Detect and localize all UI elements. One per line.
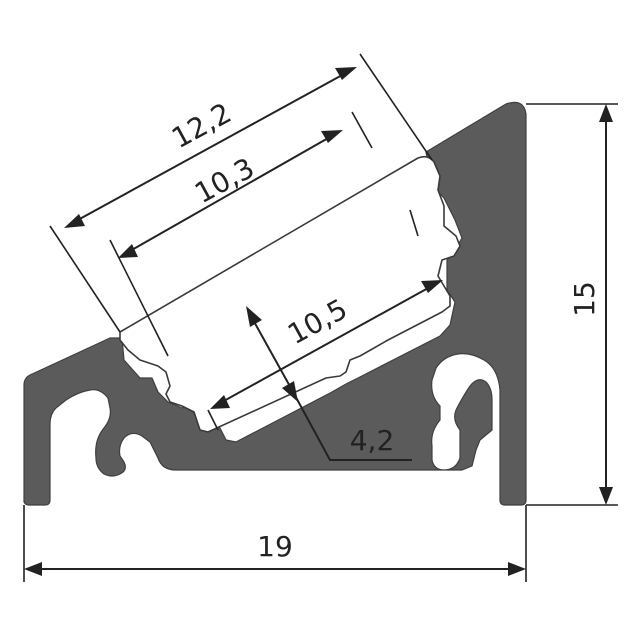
diffuser-cover <box>119 155 461 433</box>
total-height-label: 15 <box>568 281 601 317</box>
total-width-label: 19 <box>257 530 293 563</box>
diffuser-outer-width-label: 12,2 <box>166 96 237 155</box>
dimension-total-width: 19 <box>23 505 527 582</box>
dimension-total-height: 15 <box>526 103 618 506</box>
channel-depth-label: 4,2 <box>350 424 395 457</box>
dimension-channel-depth: 4,2 <box>246 306 412 461</box>
diffuser-inner-width-label: 10,3 <box>189 151 260 210</box>
aluminium-profile <box>23 101 527 506</box>
